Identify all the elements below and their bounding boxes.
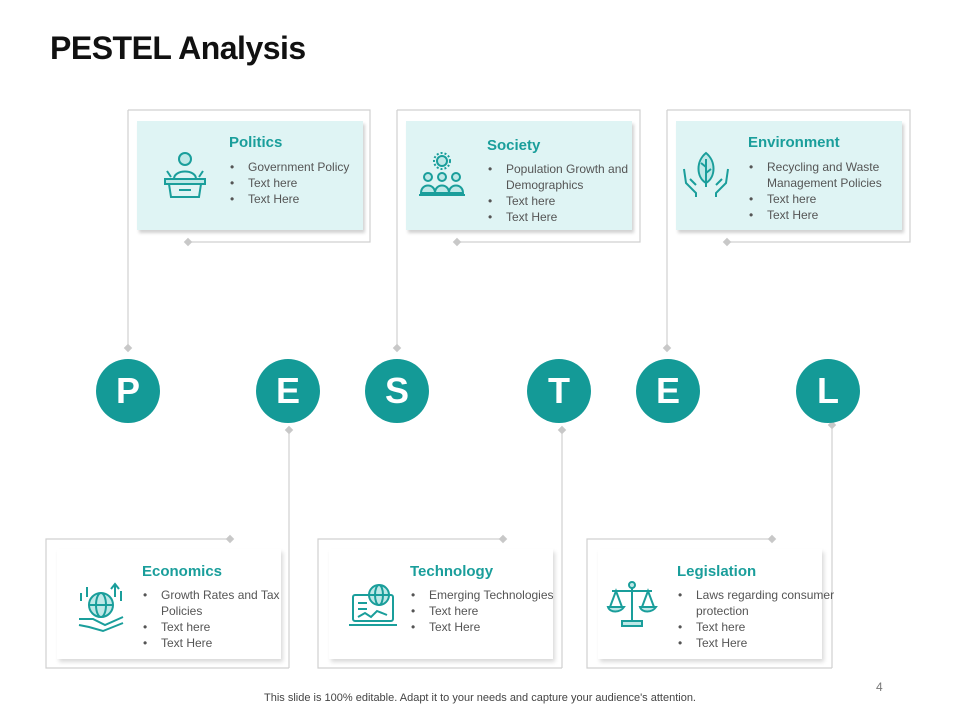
letter-t-circle: T: [527, 359, 591, 423]
list-item: Text Here: [411, 619, 559, 635]
legislation-list: Laws regarding consumer protection Text …: [676, 587, 836, 651]
environment-card[interactable]: Environment Recycling and Waste Manageme…: [676, 121, 902, 230]
politics-card[interactable]: Politics Government Policy Text here Tex…: [137, 121, 363, 230]
society-list: Population Growth and Demographics Text …: [486, 161, 640, 225]
people-group-icon: [419, 152, 465, 196]
society-card[interactable]: Society Population Growth and Demographi…: [406, 121, 632, 230]
slide-title: PESTEL Analysis: [50, 30, 306, 66]
letter-s-circle: S: [365, 359, 429, 423]
list-item: Text here: [230, 175, 358, 191]
list-item: Government Policy: [230, 159, 358, 175]
list-item: Text here: [143, 619, 297, 635]
hands-leaf-icon: [683, 151, 729, 197]
list-item: Emerging Technologies: [411, 587, 559, 603]
legislation-title: Legislation: [677, 563, 757, 580]
podium-speaker-icon: [164, 152, 206, 198]
politics-list: Government Policy Text here Text Here: [228, 159, 358, 207]
list-item: Laws regarding consumer protection: [678, 587, 836, 619]
list-item: Text Here: [678, 635, 836, 651]
technology-list: Emerging Technologies Text here Text Her…: [409, 587, 559, 635]
letter-l-circle: L: [796, 359, 860, 423]
economics-title: Economics: [142, 563, 223, 580]
scales-of-justice-icon: [606, 581, 658, 627]
society-title: Society: [487, 137, 541, 154]
list-item: Text here: [488, 193, 640, 209]
list-item: Text Here: [230, 191, 358, 207]
list-item: Population Growth and Demographics: [488, 161, 640, 193]
laptop-globe-icon: [349, 584, 397, 626]
environment-title: Environment: [748, 134, 840, 151]
list-item: Text here: [678, 619, 836, 635]
list-item: Text Here: [749, 207, 907, 223]
footer-note: This slide is 100% editable. Adapt it to…: [264, 692, 696, 704]
economics-card[interactable]: Economics Growth Rates and Tax Policies …: [57, 549, 281, 659]
letter-p-circle: P: [96, 359, 160, 423]
legislation-card[interactable]: Legislation Laws regarding consumer prot…: [598, 549, 834, 659]
technology-title: Technology: [410, 563, 494, 580]
page-number: 4: [876, 680, 883, 694]
globe-growth-icon: [78, 582, 124, 633]
letter-e-circle: E: [256, 359, 320, 423]
list-item: Text Here: [143, 635, 297, 651]
technology-card[interactable]: Technology Emerging Technologies Text he…: [329, 549, 554, 659]
list-item: Text Here: [488, 209, 640, 225]
politics-title: Politics: [229, 134, 283, 151]
list-item: Recycling and Waste Management Policies: [749, 159, 907, 191]
list-item: Growth Rates and Tax Policies: [143, 587, 297, 619]
letter-e2-circle: E: [636, 359, 700, 423]
list-item: Text here: [411, 603, 559, 619]
environment-list: Recycling and Waste Management Policies …: [747, 159, 907, 223]
economics-list: Growth Rates and Tax Policies Text here …: [141, 587, 297, 651]
list-item: Text here: [749, 191, 907, 207]
